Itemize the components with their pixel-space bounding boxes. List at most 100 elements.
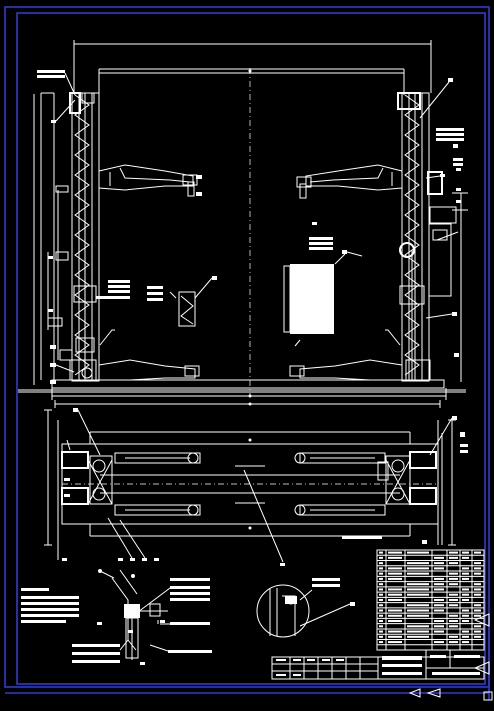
parts-list-cell-text	[388, 556, 402, 559]
parts-list-cell-text	[388, 635, 402, 638]
parts-list-cell-text	[434, 630, 444, 633]
parts-list-row-number	[379, 614, 383, 617]
parts-list-row-number	[379, 577, 383, 580]
parts-list-cell-text	[388, 551, 402, 554]
parts-list-table	[376, 549, 485, 651]
parts-list-cell-text	[474, 625, 481, 628]
parts-list-row-number	[379, 630, 383, 633]
parts-list-row-number	[379, 583, 383, 586]
parts-list-cell-text	[449, 614, 458, 617]
parts-list-cell-text	[388, 577, 402, 580]
parts-list-cell-text	[449, 604, 458, 607]
parts-list-cell-text	[462, 598, 469, 601]
title-block	[271, 650, 485, 680]
parts-list-row-number	[379, 588, 383, 591]
parts-list-cell-text	[388, 641, 402, 644]
parts-list-cell-text	[407, 562, 429, 565]
front-elevation-view	[18, 40, 468, 400]
parts-list-cell-text	[449, 551, 458, 554]
parts-list-cell-text	[449, 635, 458, 638]
detail-left-view	[21, 569, 212, 665]
parts-list-cell-text	[407, 604, 429, 607]
parts-list-cell-text	[474, 562, 481, 565]
parts-list-cell-text	[474, 593, 481, 596]
parts-list-cell-text	[434, 577, 444, 580]
parts-list-row-number	[379, 556, 383, 559]
parts-list-cell-text	[474, 572, 481, 575]
parts-list-cell-text	[407, 630, 429, 633]
parts-list-cell-text	[434, 562, 444, 565]
parts-list-cell-text	[449, 593, 458, 596]
parts-list-cell-text	[474, 567, 481, 570]
plan-view	[44, 400, 468, 566]
parts-list-cell-text	[474, 630, 481, 633]
parts-list-row-number	[379, 635, 383, 638]
parts-list-cell-text	[474, 609, 481, 612]
parts-list-cell-text	[462, 551, 469, 554]
parts-list-row-number	[379, 604, 383, 607]
parts-list-cell-text	[407, 614, 429, 617]
parts-list-cell-text	[388, 609, 402, 612]
parts-list-cell-text	[474, 583, 481, 586]
parts-list-cell-text	[388, 630, 402, 633]
parts-list-cell-text	[474, 604, 481, 607]
parts-list-cell-text	[449, 598, 458, 601]
parts-list-row-number	[379, 572, 383, 575]
parts-list-cell-text	[462, 567, 469, 570]
parts-list-cell-text	[407, 583, 429, 586]
parts-list-row-number	[379, 562, 383, 565]
parts-list-cell-text	[474, 551, 481, 554]
parts-list-cell-text	[407, 551, 429, 554]
parts-list-cell-text	[388, 572, 402, 575]
parts-list-cell-text	[462, 556, 469, 559]
parts-list-cell-text	[462, 588, 469, 591]
parts-list-cell-text	[434, 598, 444, 601]
parts-list-cell-text	[407, 635, 429, 638]
parts-list-cell-text	[462, 572, 469, 575]
parts-list-cell-text	[407, 572, 429, 575]
parts-list-cell-text	[462, 635, 469, 638]
parts-list-cell-text	[407, 609, 429, 612]
parts-list-row-number	[379, 625, 383, 628]
parts-list-row-number	[379, 620, 383, 623]
parts-list-cell-text	[462, 614, 469, 617]
parts-list-cell-text	[449, 556, 458, 559]
parts-list-cell-text	[449, 572, 458, 575]
parts-list-cell-text	[388, 593, 402, 596]
parts-list-cell-text	[434, 625, 444, 628]
parts-list-cell-text	[474, 635, 481, 638]
detail-circle-view	[256, 578, 355, 638]
parts-list-cell-text	[434, 588, 444, 591]
parts-list-cell-text	[462, 593, 469, 596]
parts-list-cell-text	[388, 614, 402, 617]
front-annotation-leaders	[37, 70, 464, 384]
parts-list-row-number	[379, 567, 383, 570]
parts-list-cell-text	[462, 620, 469, 623]
parts-list-cell-text	[407, 625, 429, 628]
parts-list-cell-text	[449, 562, 458, 565]
parts-list-cell-text	[434, 620, 444, 623]
parts-list-cell-text	[407, 588, 429, 591]
parts-list-cell-text	[388, 588, 402, 591]
parts-list-cell-text	[434, 567, 444, 570]
parts-list-cell-text	[434, 583, 444, 586]
parts-list-cell-text	[434, 604, 444, 607]
parts-list-cell-text	[388, 598, 402, 601]
parts-list-cell-text	[434, 641, 444, 644]
parts-list-row-number	[379, 593, 383, 596]
parts-list-cell-text	[462, 630, 469, 633]
parts-list-cell-text	[407, 593, 429, 596]
parts-list-row-number	[379, 609, 383, 612]
parts-list-cell-text	[449, 625, 458, 628]
parts-list-row-number	[379, 551, 383, 554]
parts-list-cell-text	[474, 588, 481, 591]
parts-list-cell-text	[449, 583, 458, 586]
parts-list-cell-text	[462, 641, 469, 644]
drawing-frame	[4, 6, 493, 701]
parts-list-cell-text	[434, 556, 444, 559]
parts-list-cell-text	[462, 609, 469, 612]
parts-list-cell-text	[449, 620, 458, 623]
parts-list-row-number	[379, 641, 383, 644]
parts-list-cell-text	[388, 620, 402, 623]
